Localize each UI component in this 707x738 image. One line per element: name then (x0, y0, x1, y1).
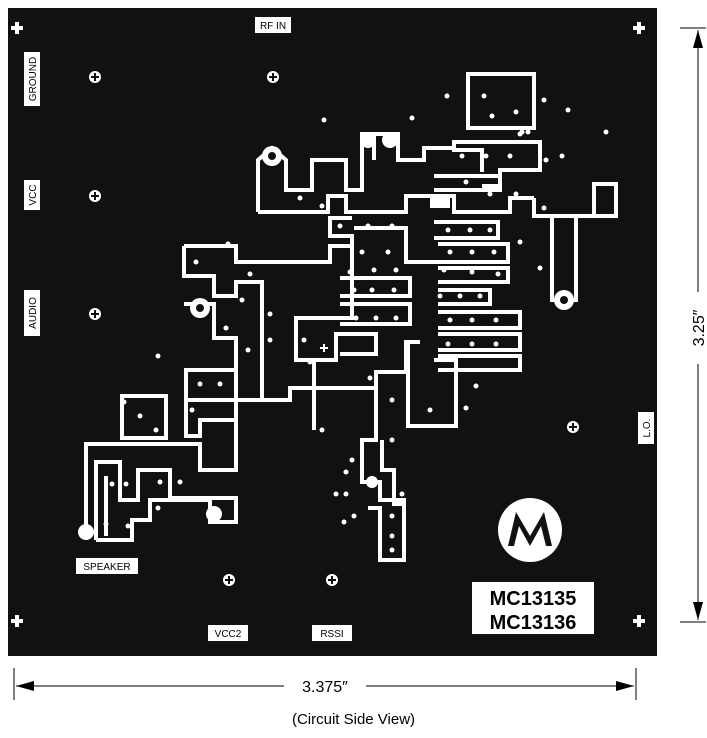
svg-text:L.O.: L.O. (642, 419, 653, 438)
label-vcc2: VCC2 (208, 625, 248, 641)
label-rssi: RSSI (312, 625, 352, 641)
caption: (Circuit Side View) (291, 711, 416, 728)
svg-text:GROUND: GROUND (28, 57, 39, 101)
label-vcc: VCC (24, 180, 40, 210)
part-number-1: MC13135 (490, 588, 577, 610)
mounting-hole-icon (633, 22, 645, 34)
label-lo: L.O. (638, 412, 654, 444)
height-label: 3.25″ (691, 309, 707, 346)
mounting-hole-icon (11, 615, 23, 627)
width-dimension: 3.375″ (13, 668, 637, 700)
label-speaker: SPEAKER (76, 558, 138, 574)
label-ground: GROUND (24, 52, 40, 106)
svg-text:VCC2: VCC2 (215, 629, 242, 640)
height-dimension: 3.25″ (680, 27, 707, 623)
copper-traces (84, 72, 618, 562)
motorola-logo-icon (498, 498, 562, 562)
mounting-hole-icon (11, 22, 23, 34)
part-number-2: MC13136 (490, 612, 577, 634)
label-audio: AUDIO (24, 290, 40, 336)
mounting-hole-icon (633, 615, 645, 627)
mounting-holes (11, 22, 645, 627)
label-rf-in: RF IN (255, 17, 291, 33)
svg-text:RSSI: RSSI (320, 629, 343, 640)
test-points (89, 71, 579, 586)
pad-holes (196, 152, 568, 312)
via-dots (103, 93, 609, 553)
svg-text:SPEAKER: SPEAKER (83, 562, 130, 573)
svg-text:VCC: VCC (28, 184, 39, 205)
svg-text:AUDIO: AUDIO (28, 297, 39, 329)
width-label: 3.375″ (302, 679, 348, 696)
svg-text:RF IN: RF IN (260, 21, 286, 32)
part-number-block: MC13135 MC13136 (472, 582, 594, 634)
